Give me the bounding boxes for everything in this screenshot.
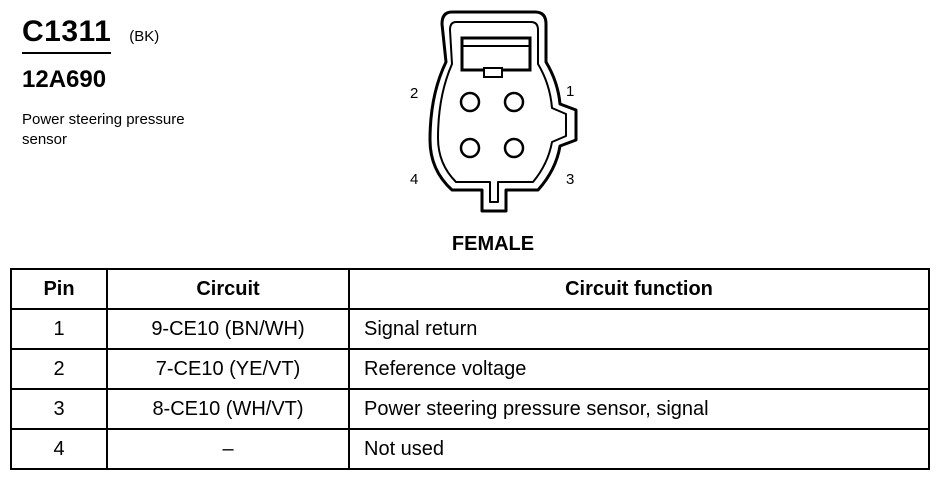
connector-outline bbox=[428, 10, 578, 213]
part-number: 12A690 bbox=[22, 66, 107, 93]
table-row: 4 – Not used bbox=[10, 428, 930, 470]
cell-function: Power steering pressure sensor, signal bbox=[348, 388, 930, 430]
gender-label: FEMALE bbox=[451, 233, 535, 255]
pin-label-1: 1 bbox=[566, 83, 575, 100]
locking-tab bbox=[460, 36, 532, 72]
cell-pin: 4 bbox=[10, 428, 108, 470]
connector-face-drawing bbox=[428, 10, 578, 213]
table-row: 1 9-CE10 (BN/WH) Signal return bbox=[10, 308, 930, 350]
pin-cavity-2 bbox=[459, 91, 481, 113]
pin-label-2: 2 bbox=[410, 85, 419, 102]
connector-inner-outline bbox=[437, 21, 567, 203]
header-pin: Pin bbox=[10, 268, 108, 310]
header-circuit: Circuit bbox=[106, 268, 350, 310]
header-circuit-function: Circuit function bbox=[348, 268, 930, 310]
connector-color: (BK) bbox=[129, 28, 160, 45]
connector-code: C1311 bbox=[22, 14, 112, 54]
title-row: C1311 (BK) bbox=[22, 14, 262, 54]
pin-label-4: 4 bbox=[410, 171, 419, 188]
cell-function: Reference voltage bbox=[348, 348, 930, 390]
table-header-row: Pin Circuit Circuit function bbox=[10, 268, 930, 310]
pin-cavity-4 bbox=[459, 137, 481, 159]
pin-table: Pin Circuit Circuit function 1 9-CE10 (B… bbox=[10, 268, 930, 470]
table-row: 2 7-CE10 (YE/VT) Reference voltage bbox=[10, 348, 930, 390]
cell-function: Not used bbox=[348, 428, 930, 470]
cell-circuit: – bbox=[106, 428, 350, 470]
cell-circuit: 9-CE10 (BN/WH) bbox=[106, 308, 350, 350]
locking-tab-notch bbox=[483, 67, 503, 78]
cell-pin: 1 bbox=[10, 308, 108, 350]
pin-label-3: 3 bbox=[566, 171, 575, 188]
cell-circuit: 8-CE10 (WH/VT) bbox=[106, 388, 350, 430]
table-row: 3 8-CE10 (WH/VT) Power steering pressure… bbox=[10, 388, 930, 430]
connector-description: Power steering pressure sensor bbox=[22, 111, 185, 148]
cell-pin: 2 bbox=[10, 348, 108, 390]
pin-cavity-1 bbox=[503, 91, 525, 113]
connector-face-view: 2 1 4 3 FEMALE bbox=[400, 0, 590, 260]
cell-circuit: 7-CE10 (YE/VT) bbox=[106, 348, 350, 390]
pin-cavity-3 bbox=[503, 137, 525, 159]
cell-function: Signal return bbox=[348, 308, 930, 350]
connector-header: C1311 (BK) 12A690 Power steering pressur… bbox=[22, 14, 262, 150]
cell-pin: 3 bbox=[10, 388, 108, 430]
